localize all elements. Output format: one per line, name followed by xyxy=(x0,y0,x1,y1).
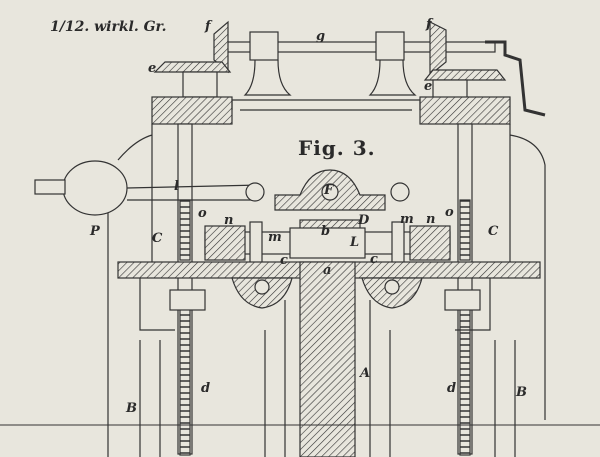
label-e-left: e xyxy=(148,61,157,76)
label-a: a xyxy=(323,263,332,278)
bevel-gear-e-left xyxy=(153,61,232,73)
label-C-right: C xyxy=(488,224,499,239)
head-block-left xyxy=(151,96,233,125)
column-A xyxy=(299,261,356,457)
frame-left xyxy=(107,124,153,457)
label-d-left: d xyxy=(201,381,211,396)
label-d-right: d xyxy=(447,381,457,396)
scale-note: 1/12. wirkl. Gr. xyxy=(50,19,167,35)
label-A: A xyxy=(360,366,371,381)
label-D: D xyxy=(358,213,370,228)
label-f-right: f xyxy=(426,17,432,32)
label-B-left: B xyxy=(126,401,137,416)
label-c-left: c xyxy=(280,253,288,268)
label-l: l xyxy=(174,179,179,194)
frame-right xyxy=(509,124,546,420)
label-f-left: f xyxy=(205,19,211,34)
counterweight-ball-P xyxy=(62,160,128,216)
label-P: P xyxy=(90,224,100,239)
crank-handle xyxy=(485,40,546,117)
label-o-right: o xyxy=(445,205,454,220)
figure-title: Fig. 3. xyxy=(298,136,376,160)
label-o-left: o xyxy=(198,206,207,221)
bevel-gear-e-right xyxy=(423,69,507,81)
label-m-left: m xyxy=(268,230,282,245)
label-b: b xyxy=(321,224,331,239)
label-g: g xyxy=(316,29,326,44)
bevel-gear-f-right xyxy=(429,21,447,77)
label-F: F xyxy=(324,183,334,198)
label-B-right: B xyxy=(516,385,527,400)
label-n-right: n xyxy=(426,212,436,227)
label-C-left: C xyxy=(152,231,163,246)
bevel-gear-f-left xyxy=(213,20,229,74)
head-block-right xyxy=(419,96,511,125)
label-L: L xyxy=(350,235,360,250)
label-c-right: c xyxy=(370,252,378,267)
label-e-right: e xyxy=(424,79,433,94)
label-n-left: n xyxy=(224,213,234,228)
label-m-right: m xyxy=(400,212,414,227)
